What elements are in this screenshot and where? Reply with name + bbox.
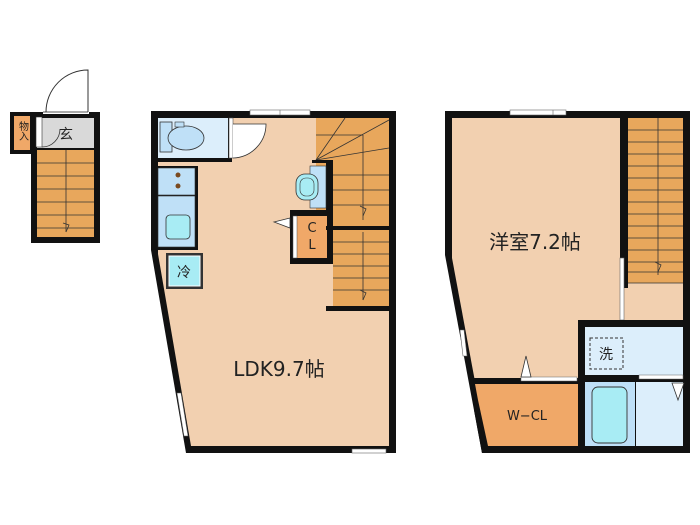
entrance-label: 玄 <box>59 126 73 143</box>
storage-door-swing <box>41 128 61 148</box>
lower-stairs <box>333 230 389 306</box>
winding-stair-lines <box>315 117 390 220</box>
entrance-unit: 物入 玄 <box>10 69 100 243</box>
washroom <box>585 327 683 375</box>
window-bottom <box>351 448 387 454</box>
wcl-label: W−CL <box>507 409 548 424</box>
door-arrow-icon <box>520 355 532 378</box>
door-arrow-icon <box>272 217 291 229</box>
closet-label-c: C <box>307 221 316 236</box>
storage-closet <box>14 116 30 150</box>
second-floor: 洗 W−CL 洋室7.2帖 <box>445 109 690 453</box>
second-stair-lines <box>628 118 683 275</box>
bathtub-icon <box>591 386 628 444</box>
ldk-room-label: LDK9.7帖 <box>233 357 324 381</box>
entrance-stairs <box>37 150 94 237</box>
western-room-label: 洋室7.2帖 <box>489 230 581 254</box>
washbasin-icon <box>295 173 319 201</box>
walk-in-closet <box>475 384 578 446</box>
storage-label-1: 物入 <box>17 120 29 141</box>
first-floor: 冷 C L <box>151 109 396 454</box>
window-side <box>459 329 468 357</box>
second-stairs <box>628 118 683 283</box>
toilet-icon <box>167 125 205 151</box>
burner-icon <box>175 172 181 178</box>
laundry-label: 洗 <box>599 347 613 363</box>
entrance-floor <box>37 118 94 148</box>
toilet-door-icon <box>232 123 267 159</box>
lower-stair-lines <box>333 232 389 301</box>
cl-closet <box>297 216 327 258</box>
burner-icon <box>175 183 181 189</box>
washing-machine-space <box>589 337 624 370</box>
window-side <box>176 392 189 437</box>
closet-label-l: L <box>308 238 316 253</box>
stair-treads <box>37 150 94 233</box>
stove-counter <box>157 167 196 196</box>
window-top <box>509 109 567 116</box>
sliding-door <box>619 257 625 321</box>
door-arrow-icon <box>671 382 685 402</box>
entrance-door-icon <box>45 69 89 113</box>
fridge-label: 冷 <box>177 265 191 281</box>
sink-icon <box>165 214 191 240</box>
